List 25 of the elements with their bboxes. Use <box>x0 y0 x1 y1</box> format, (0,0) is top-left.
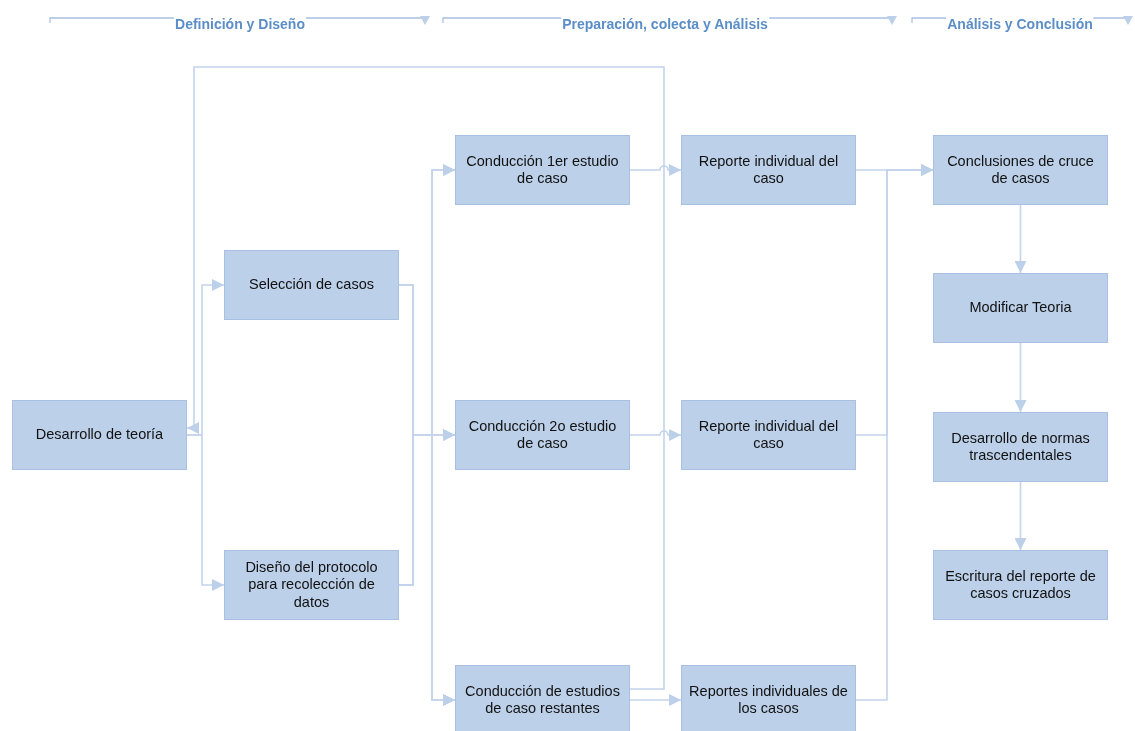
process-box: Reportes individuales de los casos <box>681 665 856 731</box>
phase-heading: Análisis y Conclusión <box>946 15 1094 33</box>
connector-arrow <box>186 434 225 591</box>
process-box: Conducción 1er estudio de caso <box>455 135 630 205</box>
process-box: Conducción 2o estudio de caso <box>455 400 630 470</box>
phase-heading: Preparación, colecta y Análisis <box>561 15 769 33</box>
connector-arrow <box>1014 481 1027 551</box>
connector-arrow <box>855 164 934 701</box>
phase-heading: Definición y Diseño <box>174 15 306 33</box>
process-box: Desarrollo de normas trascendentales <box>933 412 1108 482</box>
connector-arrow <box>186 66 665 690</box>
connector-arrow <box>629 429 682 441</box>
process-box: Selección de casos <box>224 250 399 320</box>
process-box: Conclusiones de cruce de casos <box>933 135 1108 205</box>
process-box: Modificar Teoria <box>933 273 1108 343</box>
process-box: Reporte individual del caso <box>681 400 856 470</box>
process-box: Diseño del protocolo para recolección de datos <box>224 550 399 620</box>
connector-arrow <box>1014 342 1027 413</box>
connector-arrow <box>629 694 682 706</box>
process-box: Reporte individual del caso <box>681 135 856 205</box>
process-box: Conducción de estudios de caso restantes <box>455 665 630 731</box>
connector-arrow <box>1014 204 1027 274</box>
process-box: Desarrollo de teoría <box>12 400 187 470</box>
connector-arrow <box>629 164 682 176</box>
process-box: Escritura del reporte de casos cruzados <box>933 550 1108 620</box>
